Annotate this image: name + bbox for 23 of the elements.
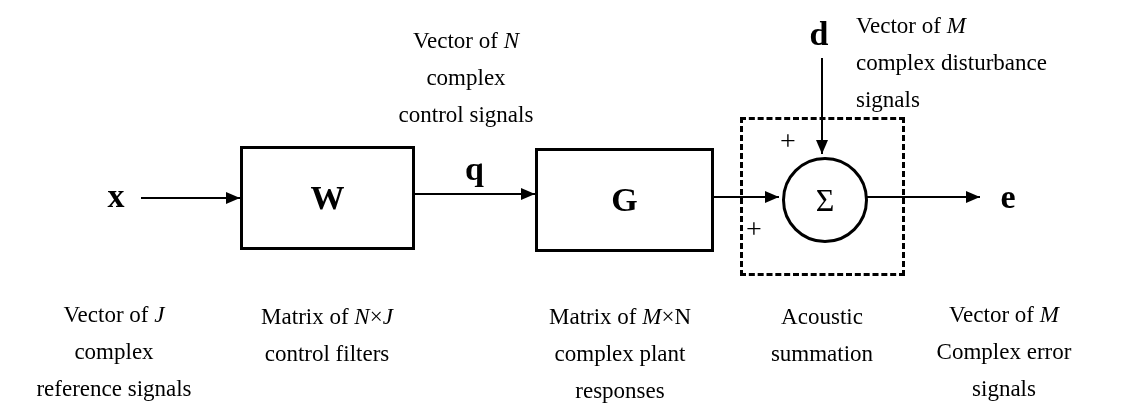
dashed-group-box [740, 117, 905, 276]
sigma-symbol: Σ [815, 184, 835, 216]
description-text: Matrix of M×N complex plant responses [548, 303, 692, 405]
description-text: Vector of M complex disturbance signals [856, 12, 1048, 114]
arrow [414, 188, 536, 200]
description-text: Vector of J complex reference signals [35, 301, 193, 403]
description-text: Vector of N complex control signals [397, 27, 535, 129]
signal-label: x [107, 179, 125, 213]
arrow [816, 57, 828, 155]
arrow [713, 191, 780, 203]
block-box [240, 146, 415, 250]
description-text: Acoustic summation [769, 303, 875, 368]
block-label: W [310, 181, 345, 215]
sign-label: + [780, 124, 797, 158]
signal-label: e [1000, 180, 1016, 214]
signal-label: d [809, 17, 829, 51]
description-text: Vector of M Complex error signals [935, 301, 1073, 403]
sign-label: + [746, 212, 763, 246]
arrow [140, 192, 241, 204]
block-label: G [611, 183, 638, 217]
block-box [535, 148, 714, 252]
description-text: Matrix of N×J control filters [260, 303, 395, 368]
summing-junction-circle [782, 157, 868, 243]
